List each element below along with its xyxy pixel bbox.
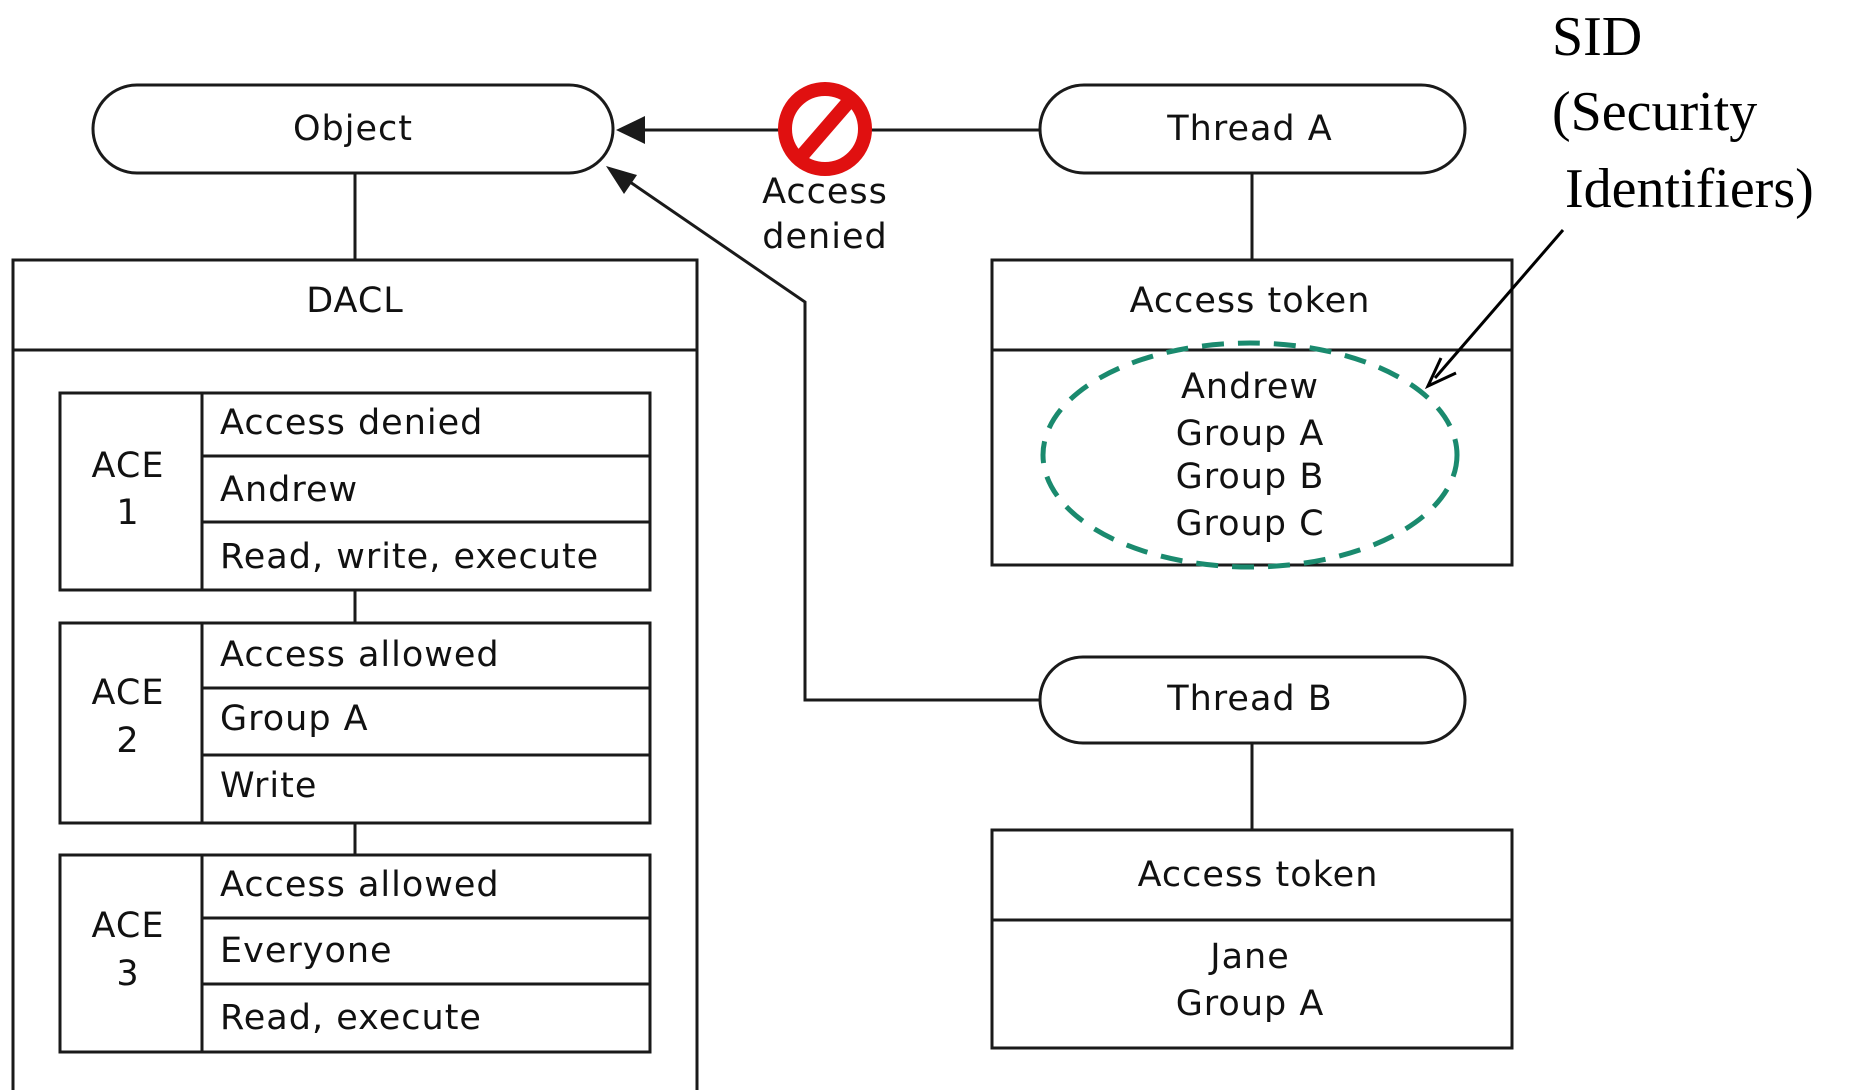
sid-pointer-arrow [1433,229,1565,379]
thread-a-label: Thread A [1166,109,1332,149]
object-node: Object [91,83,615,175]
access-denied-line1: Access [762,172,888,212]
sid-note-line1: SID [1552,6,1642,68]
ace-2-rights: Write [220,766,317,806]
ace-3-rights: Read, execute [220,998,482,1038]
thread-a-sid-2: Group A [1176,414,1325,454]
sid-note: SID (Security Identifiers) [1424,6,1814,390]
object-label: Object [293,109,413,149]
ace-1: ACE 1 Access denied Andrew Read, write, … [58,391,652,592]
ace-3-name-line2: 3 [116,954,139,994]
thread-a-sid-4: Group C [1175,504,1324,544]
dacl-box: DACL ACE 1 Access denied Andrew Read, wr… [11,258,699,1090]
ace-3-type: Access allowed [220,865,500,905]
thread-a-token-frame [990,258,1514,567]
sid-highlight-ellipse [1040,340,1460,570]
ace-2: ACE 2 Access allowed Group A Write [58,621,652,825]
ace-1-trustee: Andrew [220,470,358,510]
sid-note-line2: (Security [1552,81,1757,143]
ace-1-type: Access denied [220,403,483,443]
access-denied-line2: denied [762,217,887,257]
ace-2-name-line2: 2 [116,721,139,761]
ace-3: ACE 3 Access allowed Everyone Read, exec… [58,853,652,1054]
thread-b-token-frame [990,828,1514,1050]
thread-a-access-token: Access token Andrew Group A Group B Grou… [990,258,1514,567]
thread-a-node: Thread A [1038,83,1467,175]
thread-b-token-title: Access token [1138,855,1379,895]
thread-b-to-object-arrow [606,166,1040,702]
sid-note-line3: Identifiers) [1565,158,1814,220]
ace-2-name-line1: ACE [92,673,165,713]
thread-a-sid-3: Group B [1176,457,1325,497]
thread-b-sid-2: Group A [1176,984,1325,1024]
thread-b-label: Thread B [1166,679,1333,719]
ace-3-frame [58,853,652,1054]
ace-3-trustee: Everyone [220,931,393,971]
thread-a-token-title: Access token [1130,281,1371,321]
thread-a-sid-1: Andrew [1181,367,1319,407]
ace-1-name-line2: 1 [116,493,139,533]
ace-2-trustee: Group A [220,699,369,739]
object-pill [91,83,615,175]
thread-b-node: Thread B [1038,655,1467,745]
sid-pointer-arrowhead [1424,357,1457,390]
ace-1-frame [58,391,652,592]
ace-2-frame [58,621,652,825]
ace-3-name-line1: ACE [92,906,165,946]
thread-b-sid-1: Jane [1208,937,1290,977]
dacl-title: DACL [306,281,404,321]
ace-1-rights: Read, write, execute [220,537,599,577]
ace-2-type: Access allowed [220,635,500,675]
no-entry-icon [778,82,872,176]
thread-b-access-token: Access token Jane Group A [990,828,1514,1050]
ace-1-name-line1: ACE [92,446,165,486]
